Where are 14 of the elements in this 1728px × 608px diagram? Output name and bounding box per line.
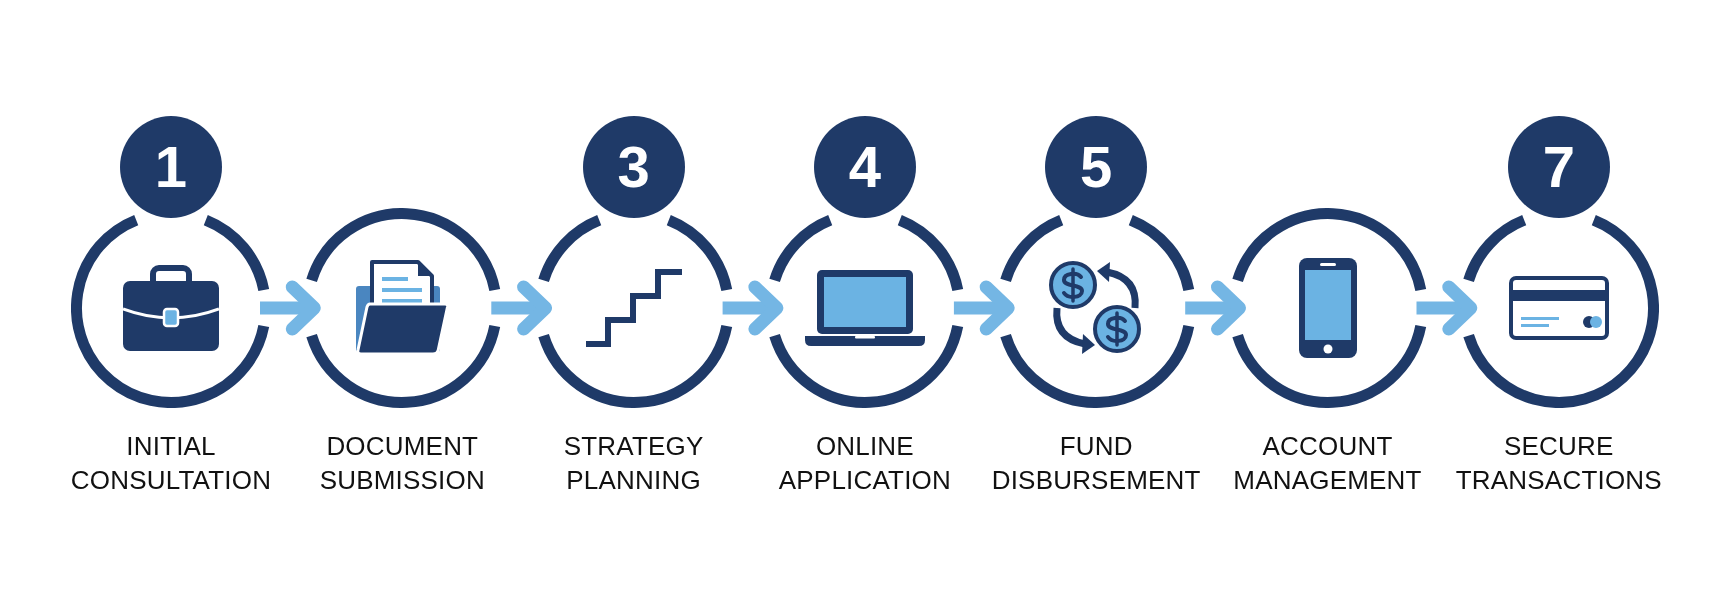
step-label: FUND DISBURSEMENT bbox=[990, 430, 1202, 497]
step-label: ACCOUNT MANAGEMENT bbox=[1232, 430, 1423, 497]
step-label: DOCUMENT SUBMISSION bbox=[318, 430, 486, 497]
step-number-badge: 7 bbox=[1507, 116, 1610, 218]
step-label: SECURE TRANSACTIONS bbox=[1454, 430, 1663, 497]
step-number-badge: 3 bbox=[582, 116, 685, 218]
step-number-badge: 5 bbox=[1045, 116, 1148, 218]
arrow bbox=[260, 280, 321, 336]
step-number-badge: 4 bbox=[813, 116, 916, 218]
step-number-badge: 1 bbox=[120, 116, 222, 218]
step-label: STRATEGY PLANNING bbox=[562, 430, 705, 497]
arrow bbox=[1185, 280, 1246, 336]
step-label: INITIAL CONSULTATION bbox=[69, 430, 273, 497]
step-label: ONLINE APPLICATION bbox=[777, 430, 952, 497]
